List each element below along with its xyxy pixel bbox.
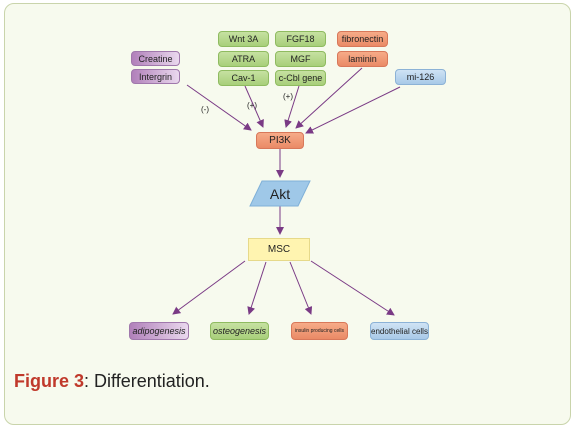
arrow-msc-to-endothelial	[310, 260, 395, 316]
node-mi126: mi-126	[395, 69, 446, 85]
node-mgf: MGF	[275, 51, 326, 67]
node-fibronectin: fibronectin	[337, 31, 388, 47]
node-atra: ATRA	[218, 51, 269, 67]
node-cav1: Cav-1	[218, 70, 269, 86]
node-insulin-producing-cells: insulin producing cells	[291, 322, 348, 340]
arrow-msc-to-insulin	[289, 261, 313, 315]
figure-caption: Figure 3: Differentiation.	[14, 371, 210, 392]
arrow-laminin-to-pi3k	[295, 67, 363, 129]
caption-figure-label: Figure 3	[14, 371, 85, 391]
akt-shape	[249, 180, 311, 207]
sign-plus-1: (+)	[247, 101, 257, 110]
node-fgf18: FGF18	[275, 31, 326, 47]
node-osteogenesis: osteogenesis	[210, 322, 269, 340]
arrow-msc-to-osteogenesis	[247, 261, 267, 315]
node-endothelial-cells: endothelial cells	[370, 322, 429, 340]
node-creatine: Creatine	[131, 51, 180, 66]
arrow-ccbl-to-pi3k	[284, 85, 300, 128]
sign-plus-2: (+)	[283, 92, 293, 101]
node-ccbl-gene: c-Cbl gene	[275, 70, 326, 86]
node-laminin: laminin	[337, 51, 388, 67]
arrow-msc-to-adipogenesis	[172, 260, 246, 315]
arrow-intergrin-to-pi3k	[186, 84, 252, 131]
node-wnt3a: Wnt 3A	[218, 31, 269, 47]
node-akt: Akt	[269, 185, 291, 202]
node-pi3k: PI3K	[256, 132, 304, 149]
node-adipogenesis: adipogenesis	[129, 322, 189, 340]
caption-text: : Differentiation.	[84, 371, 210, 391]
sign-minus: (-)	[201, 105, 209, 114]
node-msc: MSC	[248, 238, 310, 261]
arrow-cav1-to-pi3k	[244, 85, 264, 128]
arrow-mi126-to-pi3k	[305, 86, 401, 134]
node-intergrin: Intergrin	[131, 69, 180, 84]
